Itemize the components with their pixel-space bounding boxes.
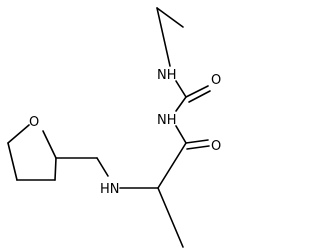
atom-label-nh-ethyl: NH [157,68,177,83]
atom-label-hn-amine: HN [100,182,120,197]
bond-urea-c-o-1 [185,85,209,98]
bond-urea-carbon-nh-imide [175,96,187,112]
bond-amide-carbon-alpha [157,142,187,189]
bond-nh-urea-carbon [175,80,187,98]
bond-ring-o-c5 [7,124,30,144]
bond-urea-c-o-2 [188,90,211,103]
bond-alpha-methyl [157,187,184,248]
bond-amide-c-o-1 [185,139,209,144]
bond-ring-c3-c2 [54,157,57,181]
chemical-structure: NH O NH O HN O [7,7,221,248]
bond-ethyl-ch2-nh [156,7,171,67]
bond-nh-imide-amide-carbon [175,125,187,144]
bond-ring-c5-c4 [7,142,18,181]
bond-nh-amine-ch2 [96,157,109,177]
atom-label-nh-imide: NH [157,113,177,128]
atom-label-o-urea: O [211,73,221,88]
bond-amide-c-o-2 [186,145,210,150]
bond-ring-c2-o [42,130,57,159]
atom-label-o-amide: O [211,139,221,154]
atom-label-o-ring: O [29,115,39,130]
bond-ethyl-ch3-ch2 [156,7,184,28]
